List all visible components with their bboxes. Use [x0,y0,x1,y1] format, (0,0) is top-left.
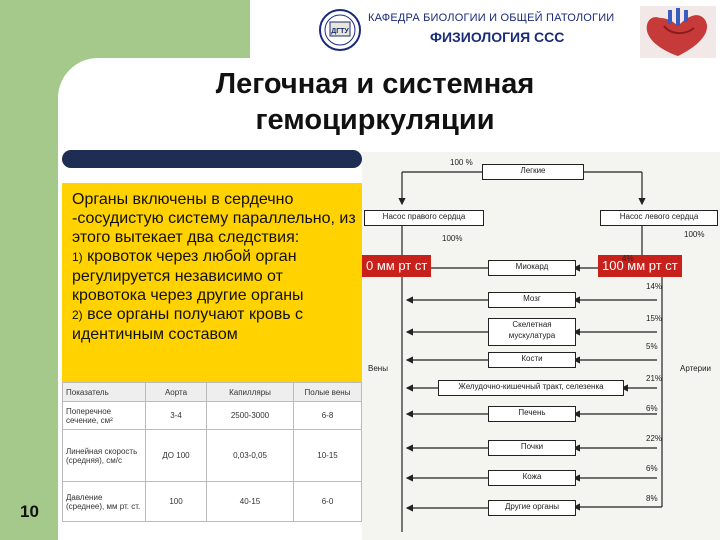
organ-percent-liver: 6% [646,404,658,413]
organ-percent-kidneys: 22% [646,434,663,443]
arterial-pressure-badge: 100 мм рт ст [598,255,682,277]
organ-box-other: Другие органы [488,500,576,516]
table-cell: 40-15 [206,481,294,522]
left-pump-percent: 100% [684,230,705,239]
organ-box-brain: Мозг [488,292,576,308]
organ-box-skin: Кожа [488,470,576,486]
organ-percent-brain: 14% [646,282,663,291]
top-percent-label: 100 % [450,158,473,167]
title-line-1: Легочная и системная [215,68,535,100]
organ-percent-other: 8% [646,494,658,503]
organ-percent-skeletal-muscle: 15% [646,314,663,323]
table-row: Линейная скорость (средняя), см/с ДО 100… [62,429,362,482]
table-row: Давление (среднее), мм рт. ст. 100 40-15… [62,481,362,522]
subject-name: ФИЗИОЛОГИЯ ССС [430,29,565,45]
highlight-text: Органы включены в сердечно -сосудистую с… [72,190,357,344]
university-logo-icon: ДГТУ [319,9,361,51]
consequence-2-number: 2) [72,308,83,322]
title-line-2: гемоциркуляции [255,104,495,136]
intro-text: Органы включены в сердечно -сосудистую с… [72,191,356,246]
circulation-diagram: 100 % Легкие Насос правого сердца Насос … [362,152,720,540]
lungs-box: Легкие [482,164,584,180]
table-cell: 3-4 [145,401,207,430]
table-cell: Поперечное сечение, см² [62,401,146,430]
organ-percent-myocardium: 4% [622,254,634,263]
table-cell: Линейная скорость (средняя), см/с [62,429,146,482]
slide-number: 10 [20,502,39,521]
title-underline-bar [62,150,362,168]
table-header: Показатель [62,382,146,402]
organ-box-myocardium: Миокард [488,260,576,276]
table-header: Капилляры [206,382,294,402]
veins-label: Вены [368,364,388,373]
organ-box-skeletal-muscle: Скелетная мускулатура [488,318,576,346]
slide-title: Легочная и системная гемоциркуляции [150,66,600,138]
table-cell: 0,03-0,05 [206,429,294,482]
consequence-1-number: 1) [72,250,83,264]
arteries-label: Артерии [680,364,712,373]
organ-box-bones: Кости [488,352,576,368]
department-name: КАФЕДРА БИОЛОГИИ И ОБЩЕЙ ПАТОЛОГИИ [368,12,615,24]
table-cell: Давление (среднее), мм рт. ст. [62,481,146,522]
right-heart-pump-box: Насос правого сердца [364,210,484,226]
left-heart-pump-box: Насос левого сердца [600,210,718,226]
table-cell: 6-8 [293,401,362,430]
table-cell: 2500-3000 [206,401,294,430]
organ-percent-bones: 5% [646,342,658,351]
table-header: Полые вены [293,382,362,402]
consequence-2-text: все органы получают кровь с идентичным с… [72,306,304,343]
table-cell: 10-15 [293,429,362,482]
logo-text: ДГТУ [331,28,349,35]
consequence-1-text: кровоток через любой орган регулируется … [72,248,304,304]
highlight-box [62,183,362,383]
diagram-connectors [398,171,663,532]
table-header-row: Показатель Аорта Капилляры Полые вены [62,382,362,402]
table-cell: 6-0 [293,481,362,522]
vessel-parameters-table: Показатель Аорта Капилляры Полые вены По… [62,382,362,522]
table-header: Аорта [145,382,207,402]
consequence-2: 2) все органы получают кровь с идентичны… [72,305,357,344]
organ-percent-skin: 6% [646,464,658,473]
organ-box-gi-tract-spleen: Желудочно-кишечный тракт, селезенка [438,380,624,396]
table-row: Поперечное сечение, см² 3-4 2500-3000 6-… [62,401,362,430]
organ-percent-gi-tract-spleen: 21% [646,374,663,383]
venous-pressure-badge: 0 мм рт ст [362,255,432,277]
table-cell: ДО 100 [145,429,207,482]
right-pump-percent: 100% [442,234,463,243]
organ-box-liver: Печень [488,406,576,422]
heart-illustration-icon [640,6,716,58]
organ-box-kidneys: Почки [488,440,576,456]
consequence-1: 1) кровоток через любой орган регулирует… [72,247,357,305]
table-cell: 100 [145,481,207,522]
